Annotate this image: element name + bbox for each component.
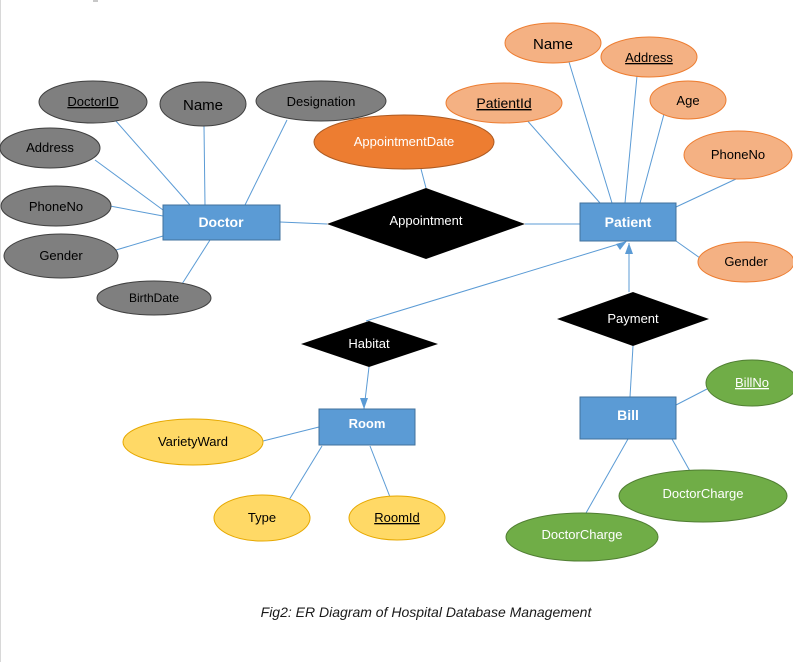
attr-doctor-birthdate: BirthDate — [96, 280, 212, 316]
attr-doctor-id-label: DoctorID — [67, 94, 118, 109]
line-bill-charge-2 — [585, 438, 629, 514]
entity-patient: Patient — [579, 202, 677, 242]
attr-doctor-designation-label: Designation — [287, 94, 356, 109]
attr-room-variety-label: VarietyWard — [158, 434, 228, 449]
attr-room-type: Type — [213, 494, 311, 542]
attr-patient-id: PatientId — [445, 82, 563, 124]
line-payment-bill — [629, 345, 634, 398]
line-patient-age — [639, 113, 665, 204]
line-doctor-phone — [109, 205, 164, 217]
relationship-payment-label: Payment — [607, 311, 659, 326]
line-patient-phone — [675, 178, 737, 208]
line-habitat-patient — [365, 242, 623, 322]
attr-patient-phone: PhoneNo — [683, 130, 793, 180]
attr-patient-gender-label: Gender — [724, 254, 768, 269]
relationship-habitat: Habitat — [301, 321, 438, 367]
line-room-id — [369, 445, 391, 498]
relationship-appointment: Appointment — [327, 188, 525, 259]
attr-doctor-phone-label: PhoneNo — [29, 199, 83, 214]
attr-bill-no: BillNo — [705, 359, 793, 407]
attr-patient-id-label: PatientId — [476, 95, 531, 111]
attr-patient-address-label: Address — [625, 50, 673, 65]
attr-bill-charge-2-label: DoctorCharge — [542, 527, 623, 542]
line-bill-charge-1 — [671, 438, 692, 474]
attr-bill-charge-2: DoctorCharge — [505, 512, 659, 562]
line-room-variety — [262, 426, 320, 442]
attr-patient-name-label: Name — [533, 36, 573, 53]
relationship-payment: Payment — [557, 292, 709, 346]
attr-room-variety: VarietyWard — [122, 418, 264, 466]
attr-doctor-birthdate-label: BirthDate — [129, 291, 179, 305]
relationship-appointment-label: Appointment — [390, 213, 463, 228]
line-bill-no — [675, 388, 708, 406]
entity-room-label: Room — [349, 416, 386, 431]
attr-doctor-id: DoctorID — [38, 80, 148, 124]
line-patient-gender — [675, 240, 701, 259]
entity-doctor-label: Doctor — [198, 214, 244, 230]
entity-bill-label: Bill — [617, 407, 639, 423]
corner-mark — [93, 0, 98, 2]
arrow-payment-patient — [625, 243, 633, 254]
attr-room-id: RoomId — [348, 495, 446, 541]
attr-patient-gender: Gender — [697, 241, 793, 283]
attr-bill-charge-1: DoctorCharge — [618, 469, 788, 523]
line-patient-name — [568, 61, 613, 204]
attr-doctor-designation: Designation — [255, 80, 387, 122]
attr-room-id-label: RoomId — [374, 510, 420, 525]
room-attributes: VarietyWard Type RoomId — [122, 418, 446, 542]
attr-bill-no-label: BillNo — [735, 375, 769, 390]
attr-doctor-gender: Gender — [3, 233, 119, 279]
attr-patient-age: Age — [649, 80, 727, 120]
line-doctor-doctorid — [114, 119, 191, 206]
attr-patient-age-label: Age — [676, 93, 699, 108]
line-doctor-designation — [244, 119, 288, 206]
attr-room-type-label: Type — [248, 510, 276, 525]
arrow-habitat-room — [360, 398, 368, 409]
entity-bill: Bill — [579, 396, 677, 440]
line-doctor-name — [203, 125, 206, 206]
attr-doctor-gender-label: Gender — [39, 248, 83, 263]
page-edge — [0, 0, 1, 662]
line-patient-address — [624, 75, 638, 204]
doctor-attributes: DoctorID Name Designation Address PhoneN… — [0, 80, 387, 316]
line-doctor-address — [94, 159, 164, 211]
entity-room: Room — [318, 408, 416, 446]
figure-caption: Fig2: ER Diagram of Hospital Database Ma… — [260, 604, 592, 620]
entity-patient-label: Patient — [605, 214, 652, 230]
arrow-habitat-patient — [616, 241, 627, 250]
line-doctor-gender — [115, 235, 164, 251]
entity-doctor: Doctor — [162, 204, 281, 241]
line-room-type — [288, 445, 323, 501]
relationship-habitat-label: Habitat — [348, 336, 390, 351]
attr-doctor-phone: PhoneNo — [0, 185, 112, 227]
attr-patient-name: Name — [504, 22, 602, 64]
attr-appointment-date-label: AppointmentDate — [354, 134, 454, 149]
attr-doctor-address: Address — [0, 127, 101, 169]
bill-attributes: BillNo DoctorCharge DoctorCharge — [505, 359, 793, 562]
attr-doctor-address-label: Address — [26, 140, 74, 155]
patient-attributes: Name Address PatientId Age PhoneNo Gende… — [445, 22, 793, 283]
attr-doctor-name: Name — [159, 81, 247, 127]
line-patient-id — [524, 117, 601, 204]
attr-bill-charge-1-label: DoctorCharge — [663, 486, 744, 501]
line-doctor-birthdate — [181, 239, 211, 285]
attr-patient-address: Address — [600, 36, 698, 78]
attr-doctor-name-label: Name — [183, 97, 223, 114]
connectors — [94, 61, 737, 514]
line-doctor-appointment — [279, 221, 328, 225]
attr-appointment-date: AppointmentDate — [313, 114, 495, 170]
line-appointment-date — [420, 168, 427, 189]
arrowheads — [360, 241, 633, 409]
attr-patient-phone-label: PhoneNo — [711, 147, 765, 162]
